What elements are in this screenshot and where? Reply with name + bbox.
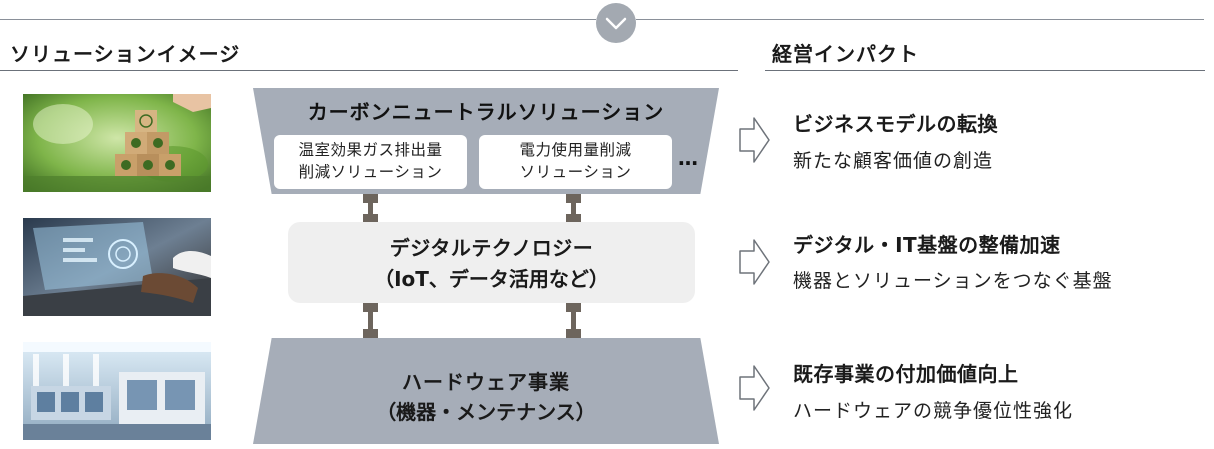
digital-technology-title: デジタルテクノロジー — [389, 236, 594, 260]
power-reduction-solution-box: 電力使用量削減 ソリューション — [479, 135, 672, 189]
ghg-reduction-line-2: 削減ソリューション — [298, 163, 443, 181]
connector-cap — [566, 303, 581, 312]
connector-cap — [363, 194, 378, 203]
management-impact-heading: 経営インパクト — [772, 42, 919, 66]
connector-bottom-right — [571, 303, 576, 338]
connector-top-left — [368, 194, 373, 222]
heading-underline-right — [765, 70, 1205, 71]
laptop-digital-photo — [23, 218, 211, 316]
eco-blocks-photo — [23, 94, 211, 192]
connector-cap — [363, 303, 378, 312]
digital-technology-block — [288, 222, 695, 303]
factory-photo — [23, 342, 211, 440]
impact-desc-digital-it: 機器とソリューションをつなぐ基盤 — [793, 270, 1113, 292]
connector-top-right — [571, 194, 576, 222]
solution-image-heading: ソリューションイメージ — [10, 42, 241, 66]
impact-title-digital-it: デジタル・IT基盤の整備加速 — [793, 233, 1061, 257]
carbon-neutral-title: カーボンニュートラルソリューション — [307, 100, 665, 124]
arrow-right-outline-icon — [738, 362, 772, 414]
ghg-reduction-line-1: 温室効果ガス排出量 — [298, 141, 443, 159]
ghg-reduction-solution-box: 温室効果ガス排出量 削減ソリューション — [274, 135, 467, 189]
hardware-business-title: ハードウェア事業 — [402, 370, 570, 394]
arrow-right-outline-icon — [738, 114, 772, 166]
digital-technology-subtitle: （IoT、データ活用など） — [374, 267, 609, 291]
chevron-down-icon — [596, 3, 636, 43]
impact-desc-added-value: ハードウェアの競争優位性強化 — [793, 400, 1074, 422]
heading-underline-left — [0, 70, 738, 71]
power-reduction-line-2: ソリューション — [519, 163, 632, 181]
connector-cap — [363, 214, 378, 223]
connector-cap — [566, 214, 581, 223]
connector-cap — [363, 329, 378, 338]
more-solutions-ellipsis: … — [678, 146, 698, 170]
connector-bottom-left — [368, 303, 373, 338]
hardware-business-block — [253, 338, 719, 444]
arrow-right-outline-icon — [738, 236, 772, 288]
connector-cap — [566, 194, 581, 203]
impact-title-business-model: ビジネスモデルの転換 — [793, 112, 998, 136]
power-reduction-line-1: 電力使用量削減 — [519, 141, 632, 159]
impact-desc-business-model: 新たな顧客価値の創造 — [793, 150, 994, 172]
hardware-business-subtitle: （機器・メンテナンス） — [376, 400, 596, 424]
top-divider-right — [636, 19, 1204, 20]
top-divider-left — [0, 19, 596, 20]
impact-title-added-value: 既存事業の付加価値向上 — [793, 362, 1019, 386]
connector-cap — [566, 329, 581, 338]
